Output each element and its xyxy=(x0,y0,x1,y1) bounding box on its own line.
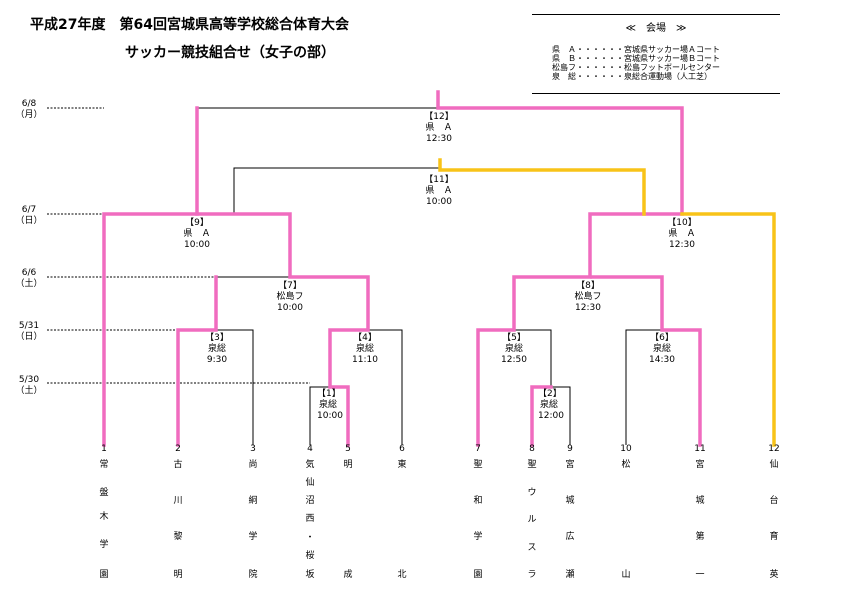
seed-number: 4 xyxy=(307,444,313,454)
seed-number: 1 xyxy=(101,444,107,454)
bracket-match-2 xyxy=(551,386,571,445)
winner-path xyxy=(530,385,553,447)
seed-number: 3 xyxy=(250,444,256,454)
final-path xyxy=(438,158,646,216)
winner-path xyxy=(590,275,702,447)
seed-number: 5 xyxy=(345,444,351,454)
winner-path xyxy=(436,90,684,447)
seed-number: 8 xyxy=(529,444,535,454)
seed-number: 10 xyxy=(620,444,632,454)
seed-number: 11 xyxy=(694,444,706,454)
venue-row: 泉 総・・・・・・泉総合運動場（人工芝） xyxy=(552,72,712,81)
bracket-match-4 xyxy=(368,329,403,445)
date-label: 6/7（日） xyxy=(15,205,43,226)
venue-row: 県 Ｂ・・・・・・宮城県サッカー場Ｂコート xyxy=(552,54,720,63)
bracket-match-3 xyxy=(216,329,254,445)
date-label: 6/6（土） xyxy=(15,268,43,289)
bracket-match-6 xyxy=(625,329,662,445)
seed-number: 6 xyxy=(399,444,405,454)
venue-row: 松島フ・・・・・・松島フットボールセンター xyxy=(552,63,720,72)
date-label: 5/30（土） xyxy=(15,375,43,396)
page-title: 平成27年度 第64回宮城県高等学校総合体育大会 xyxy=(30,17,349,33)
venue-row: 県 Ａ・・・・・・宮城県サッカー場Ａコート xyxy=(552,45,720,54)
seed-number: 9 xyxy=(567,444,573,454)
page-subtitle: サッカー競技組合せ（女子の部） xyxy=(125,45,335,61)
bracket-match-9 xyxy=(197,167,440,215)
bracket-match-5 xyxy=(514,329,552,387)
seed-number: 2 xyxy=(175,444,181,454)
seed-number: 12 xyxy=(768,444,780,454)
winner-path xyxy=(176,275,218,447)
venue-legend-heading: ≪ 会場 ≫ xyxy=(625,23,687,34)
venue-legend: ≪ 会場 ≫ 県 Ａ・・・・・・宮城県サッカー場Ａコート 県 Ｂ・・・・・・宮城… xyxy=(532,14,780,94)
final-path xyxy=(680,212,776,447)
date-label: 5/31（日） xyxy=(15,321,43,342)
date-label: 6/8（月） xyxy=(15,99,43,120)
seed-number: 7 xyxy=(475,444,481,454)
